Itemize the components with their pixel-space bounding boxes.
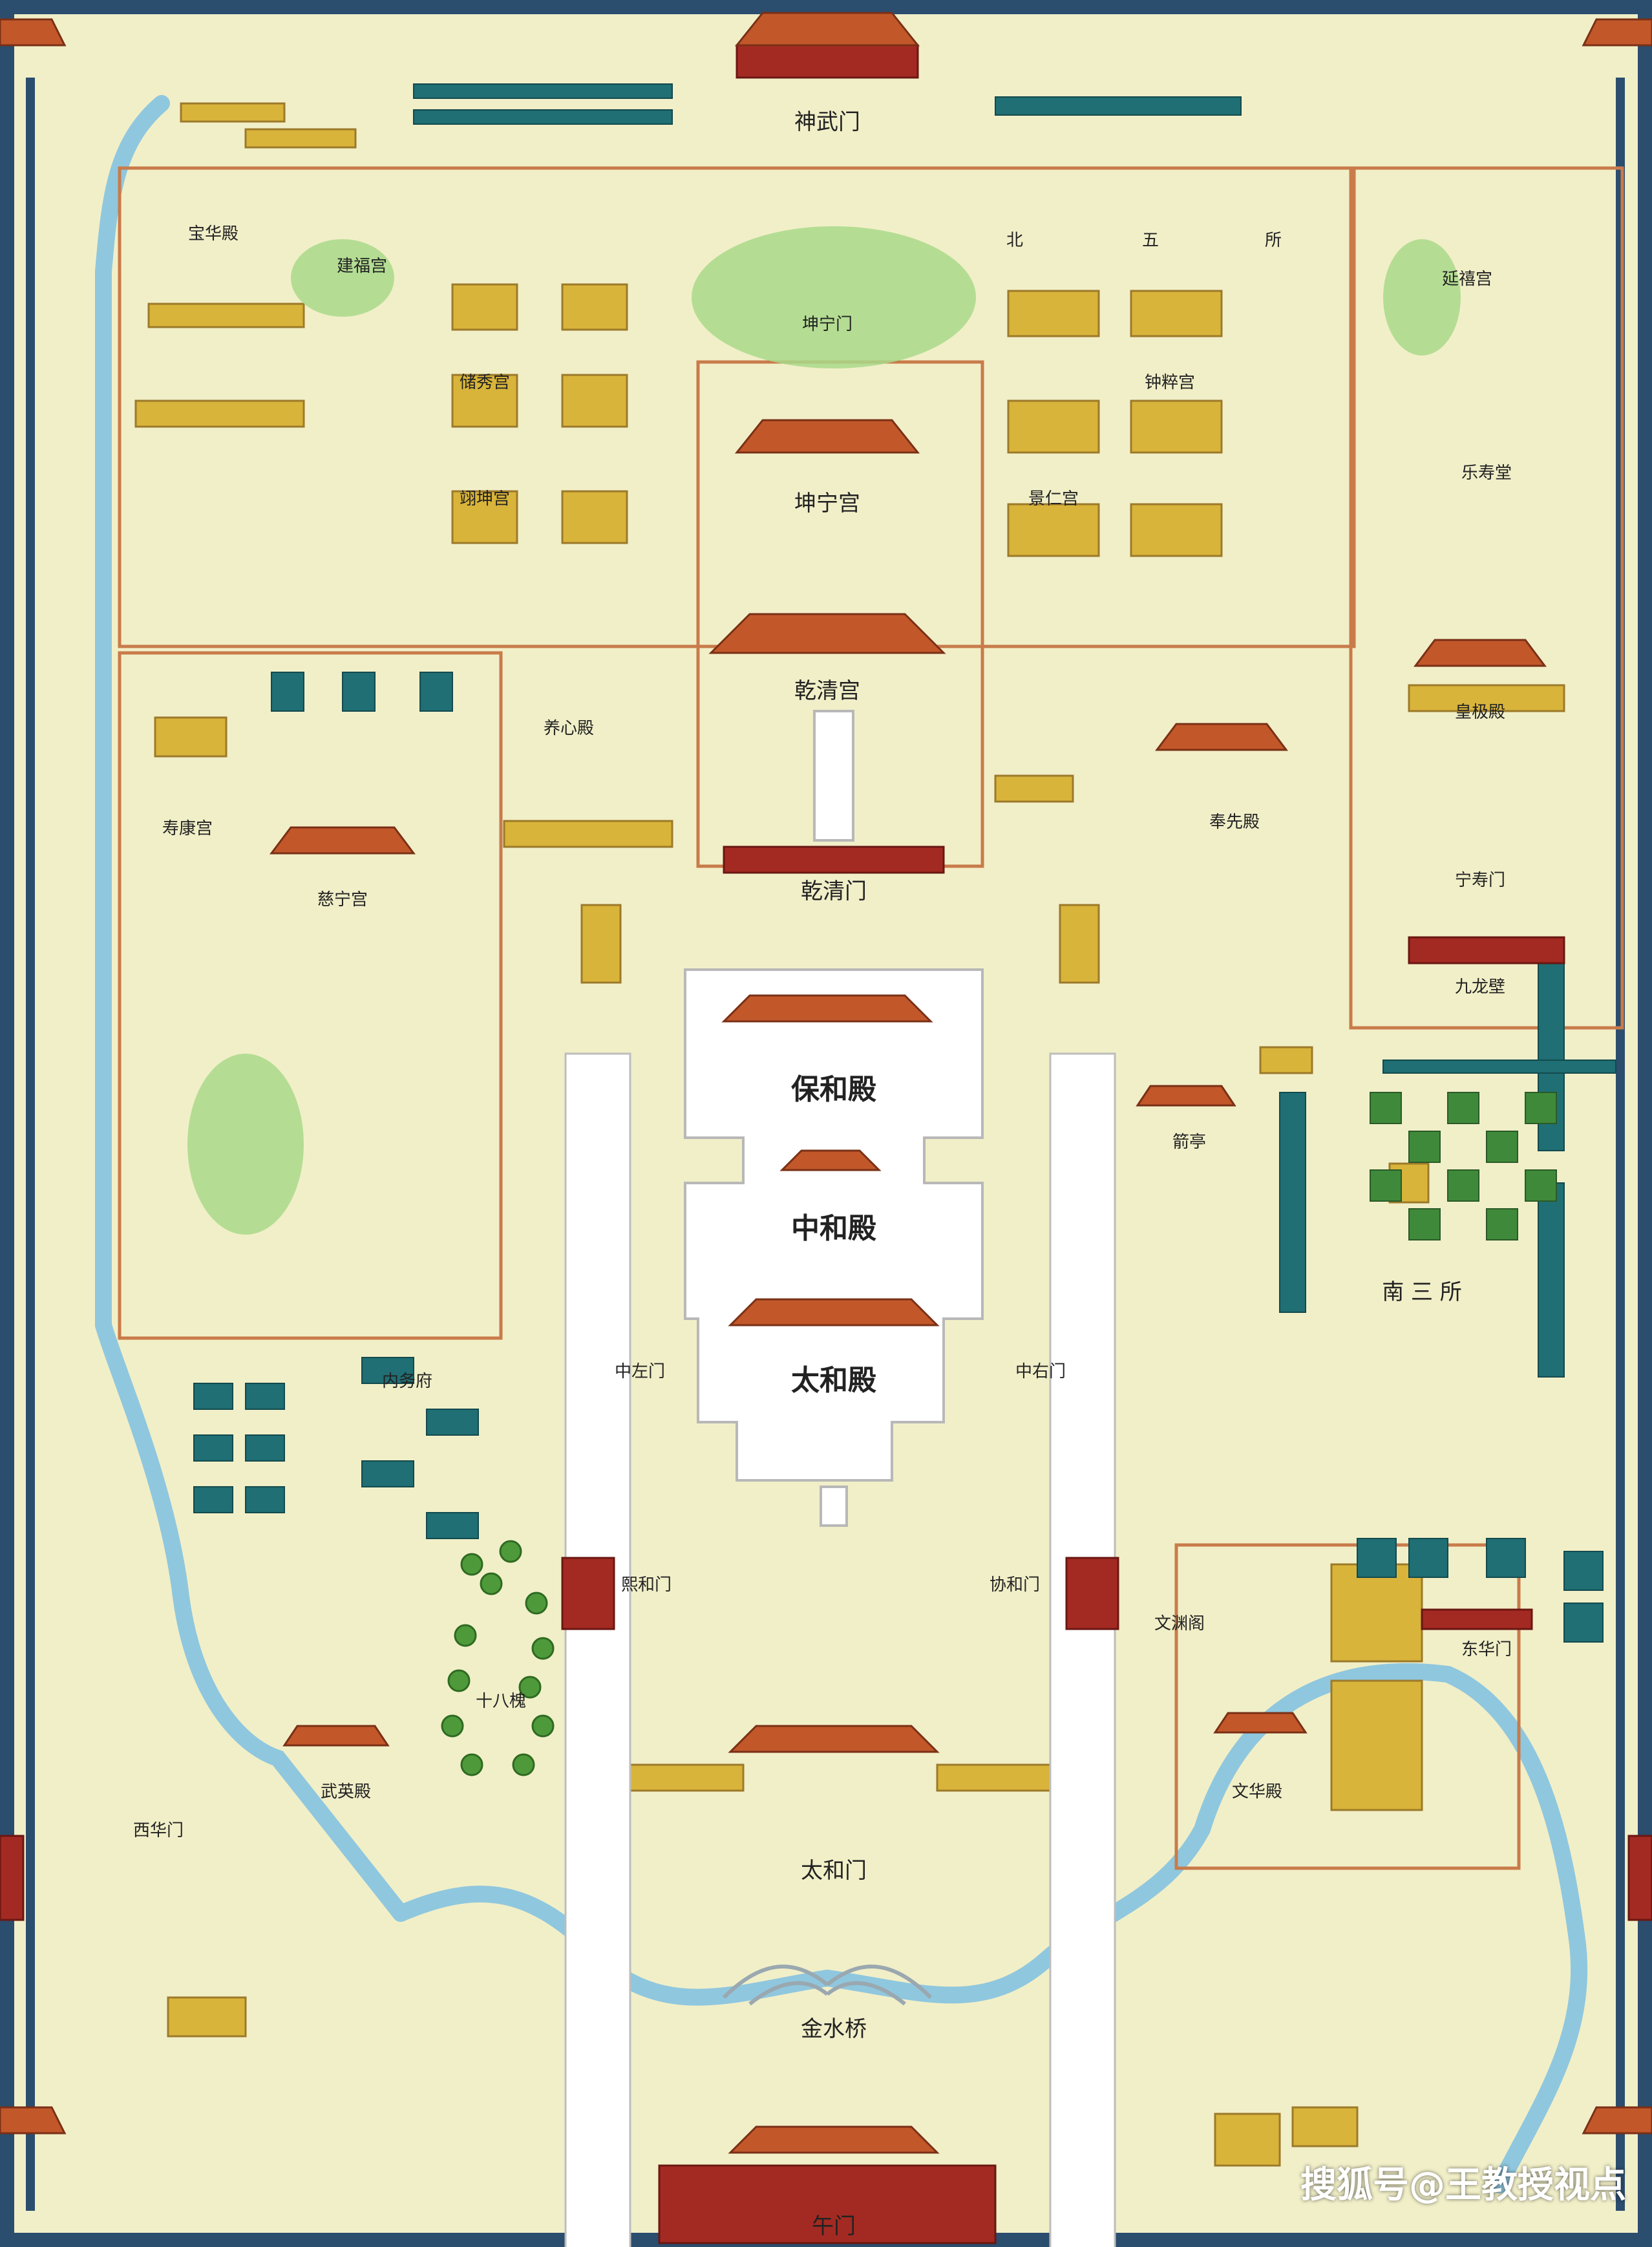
label-zhongyou-gate: 中右门	[1015, 1362, 1066, 1381]
label-wenyuan-pavilion: 文渊阁	[1154, 1614, 1205, 1634]
label-zhonghe-hall: 中和殿	[791, 1212, 876, 1245]
label-qianqing-palace: 乾清宫	[794, 678, 860, 704]
golden-water-bridges	[722, 1965, 933, 2006]
central-terrace	[684, 710, 984, 1527]
label-yikun: 翊坤宫	[460, 489, 510, 509]
label-xiehe-gate: 协和门	[990, 1575, 1040, 1595]
teal-blocks	[193, 83, 1616, 1643]
label-south-three-offices: 南 三 所	[1382, 1279, 1462, 1305]
label-shenwu-gate: 神武门	[794, 109, 860, 135]
label-north-office-2: 五	[1142, 231, 1159, 250]
label-baohua: 宝华殿	[188, 224, 238, 244]
label-yangxin-hall: 养心殿	[544, 719, 594, 738]
label-shoukang: 寿康宫	[162, 819, 213, 838]
label-chuxiu: 储秀宫	[460, 373, 510, 392]
label-nei-wu-fu: 内务府	[382, 1372, 432, 1391]
label-baohe-hall: 保和殿	[791, 1073, 876, 1106]
label-jingren: 景仁宫	[1028, 489, 1079, 509]
label-nine-dragon-wall: 九龙壁	[1455, 977, 1505, 997]
label-kunning-gate: 坤宁门	[802, 315, 852, 334]
label-wenhua-hall: 文华殿	[1232, 1782, 1282, 1802]
label-north-office-1: 北	[1006, 231, 1023, 250]
label-zhongcui: 钟粹宫	[1145, 373, 1195, 392]
label-cining-palace: 慈宁宫	[317, 890, 368, 910]
label-jianting: 箭亭	[1172, 1133, 1206, 1152]
label-golden-water-bridge: 金水桥	[801, 2016, 867, 2042]
label-eighteen-trees: 十八槐	[476, 1692, 526, 1711]
watermark-text: 搜狐号@王教授视点	[1300, 2164, 1626, 2206]
roofs	[0, 12, 1652, 2154]
gardens	[187, 226, 1461, 1235]
label-north-office-3: 所	[1265, 231, 1282, 250]
trees	[441, 1540, 555, 1776]
side-corridors	[564, 1052, 1116, 2247]
red-halls	[0, 44, 1652, 2244]
label-wuying-hall: 武英殿	[321, 1782, 371, 1802]
label-taihe-hall: 太和殿	[791, 1364, 876, 1397]
label-leshou: 乐寿堂	[1461, 463, 1512, 483]
label-meridian-gate: 午门	[812, 2213, 856, 2239]
label-donghua-gate: 东华门	[1461, 1640, 1512, 1659]
label-xiyou-gate: 熙和门	[621, 1575, 672, 1595]
map-labels: 神武门 北 五 所 坤宁门 坤宁宫 乾清宫 乾清门 保和殿 中和殿 太和殿 太和…	[133, 109, 1512, 2239]
label-yanxi: 延禧宫	[1442, 270, 1492, 289]
label-fengxian: 奉先殿	[1209, 813, 1260, 832]
label-taihe-gate: 太和门	[801, 1858, 867, 1884]
label-kunning-palace: 坤宁宫	[794, 491, 860, 516]
label-ningshou-palace: 皇极殿	[1455, 703, 1505, 722]
label-qianqing-gate: 乾清门	[801, 879, 867, 904]
label-zhongzuo-gate: 中左门	[615, 1362, 665, 1381]
label-jianfu: 建福宫	[337, 257, 387, 276]
south-three-grid	[1370, 1092, 1557, 1241]
label-ningshou-gate: 宁寿门	[1455, 871, 1505, 890]
label-xihua-gate: 西华门	[133, 1821, 184, 1840]
